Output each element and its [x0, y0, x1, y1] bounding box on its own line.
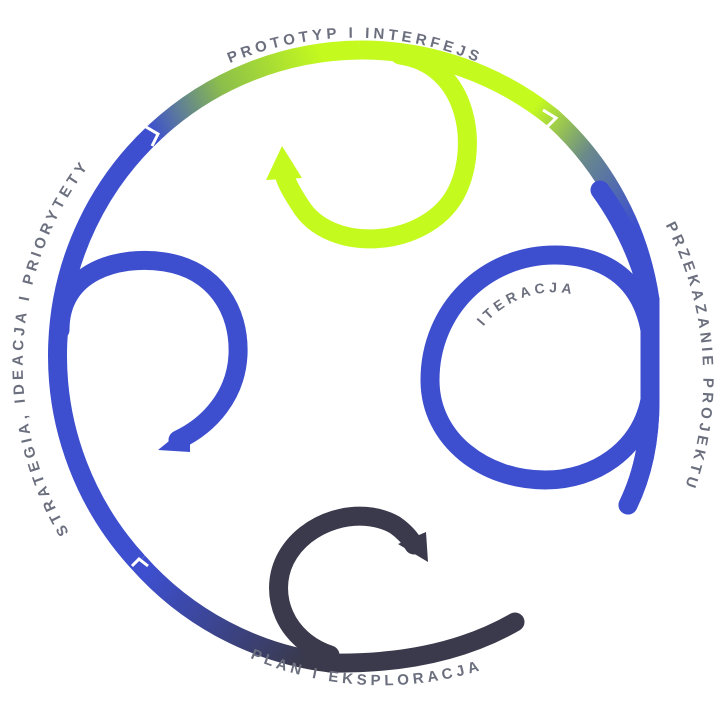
plan-loop — [269, 506, 428, 665]
prototype-loop — [266, 45, 477, 249]
strategy-loop — [50, 250, 248, 452]
junction-notch — [542, 108, 559, 130]
ring-segment-plan-tail — [320, 612, 525, 673]
iteration-loop — [420, 245, 660, 490]
arrow-head-icon — [158, 424, 190, 452]
label-iteration: ITERACJA — [473, 279, 577, 328]
ring-segment-strategy — [48, 125, 162, 569]
cycle-ring — [48, 40, 660, 673]
junction-notch — [130, 557, 149, 568]
ring-segment-prototype-right — [359, 40, 559, 126]
arrow-head-icon — [398, 532, 428, 562]
junction-notch — [145, 125, 160, 147]
label-right: PRZEKAZANIE PROJEKTU — [662, 219, 716, 494]
arrow-head-icon — [266, 146, 302, 180]
ring-segment-prototype-left — [148, 40, 361, 139]
ring-segment-plan — [130, 555, 332, 673]
